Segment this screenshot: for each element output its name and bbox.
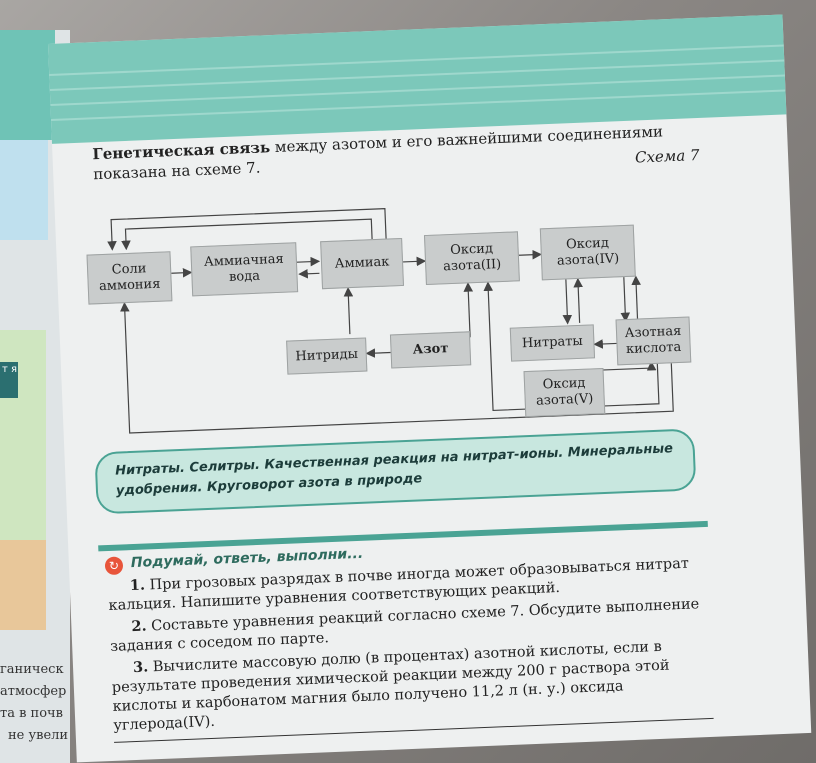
task-list: 1. При грозовых разрядах в почве иногда … bbox=[107, 553, 713, 738]
box-ammonia-water: Аммиачная вода bbox=[190, 242, 299, 297]
task-number: 3. bbox=[132, 658, 149, 677]
left-page-line: атмосфер bbox=[0, 684, 67, 699]
box-nitric-acid: Азотная кислота bbox=[615, 316, 692, 366]
box-nitrates: Нитраты bbox=[509, 324, 596, 362]
schema-label: Схема 7 bbox=[634, 145, 700, 167]
box-nitrogen-oxide-v: Оксид азота(V) bbox=[523, 367, 606, 418]
left-page-line: та в почв bbox=[0, 706, 63, 721]
box-nitrides: Нитриды bbox=[286, 337, 368, 375]
task-number: 1. bbox=[129, 576, 146, 595]
left-page-header bbox=[0, 30, 55, 140]
diagram-arrows bbox=[107, 207, 674, 434]
left-page-line: не увели bbox=[8, 728, 69, 743]
left-page-line: ганическ bbox=[0, 662, 64, 677]
refresh-icon: ↻ bbox=[104, 556, 124, 576]
box-nitrogen: Азот bbox=[389, 331, 472, 369]
box-nitrogen-oxide-ii: Оксид азота(II) bbox=[423, 231, 520, 286]
textbook-page: Генетическая связь между азотом и его ва… bbox=[48, 14, 812, 763]
topic-banner: Нитраты. Селитры. Качественная реакция н… bbox=[94, 428, 697, 515]
left-page-illustration bbox=[0, 140, 48, 240]
box-ammonium-salts: Соли аммония bbox=[86, 251, 173, 305]
box-nitrogen-oxide-iv: Оксид азота(IV) bbox=[539, 224, 636, 281]
task-number: 2. bbox=[131, 617, 147, 636]
box-ammonia: Аммиак bbox=[320, 237, 404, 290]
left-page-badge: т я bbox=[0, 362, 18, 398]
left-page-figure bbox=[0, 540, 46, 630]
